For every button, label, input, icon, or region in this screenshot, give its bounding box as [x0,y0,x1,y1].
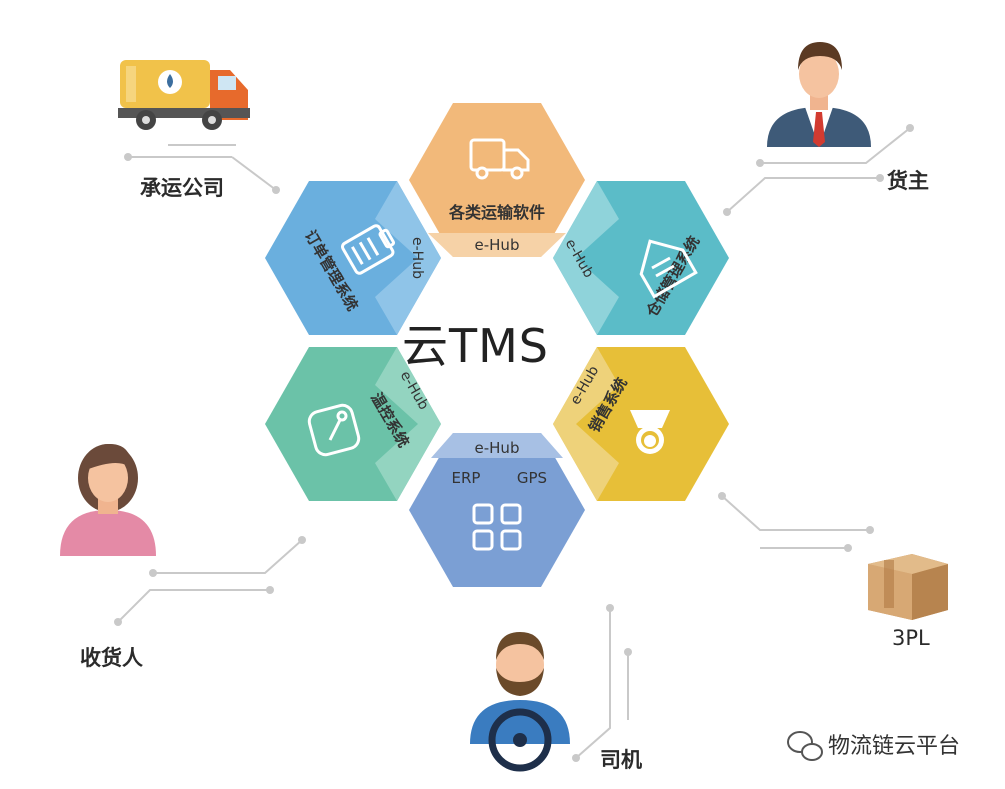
connector-dots [114,124,914,762]
cashier-icon [630,410,670,454]
driver-icon [470,632,570,772]
actor-carrier-label: 承运公司 [140,176,224,200]
tanker-truck-icon [118,60,250,130]
thermometer-icon [307,403,361,457]
actor-3pl-label: 3PL [892,626,930,650]
clipboard-icon [340,224,396,275]
box-icon [868,554,948,620]
businessman-icon [767,42,871,147]
hub-top-tag: e-Hub [475,236,520,254]
hub-sales-system: 销售系统 e-Hub [553,347,729,501]
woman-icon [60,444,156,556]
hub-top-name: 各类运输软件 [448,203,545,222]
hub-warehouse-management: 仓储管理系统 e-Hub [553,181,729,335]
hub-upper-left-tag: e-Hub [409,237,425,279]
hub-bottom-tag: e-Hub [475,439,520,457]
actor-shipper-label: 货主 [887,169,929,193]
actor-driver-label: 司机 [600,748,642,772]
wechat-icon [787,731,823,761]
hub-bottom-erp: ERP [452,469,481,487]
hub-bottom-gps: GPS [517,469,547,487]
center-title: 云TMS [402,319,549,373]
watermark-text: 物流链云平台 [828,734,961,759]
watermark: 物流链云平台 [790,728,960,760]
truck-icon [469,138,530,180]
hub-temperature-control: 温控系统 e-Hub [265,347,441,501]
connector-lines [117,127,911,759]
hub-erp-gps: e-Hub ERP GPS [409,433,585,587]
hub-order-management: 订单管理系统 e-Hub [265,181,441,335]
hub-transport-software: 各类运输软件 e-Hub [409,103,585,257]
warehouse-icon [639,239,698,299]
actor-consignee-label: 收货人 [80,646,143,670]
grid-icon [472,503,522,551]
